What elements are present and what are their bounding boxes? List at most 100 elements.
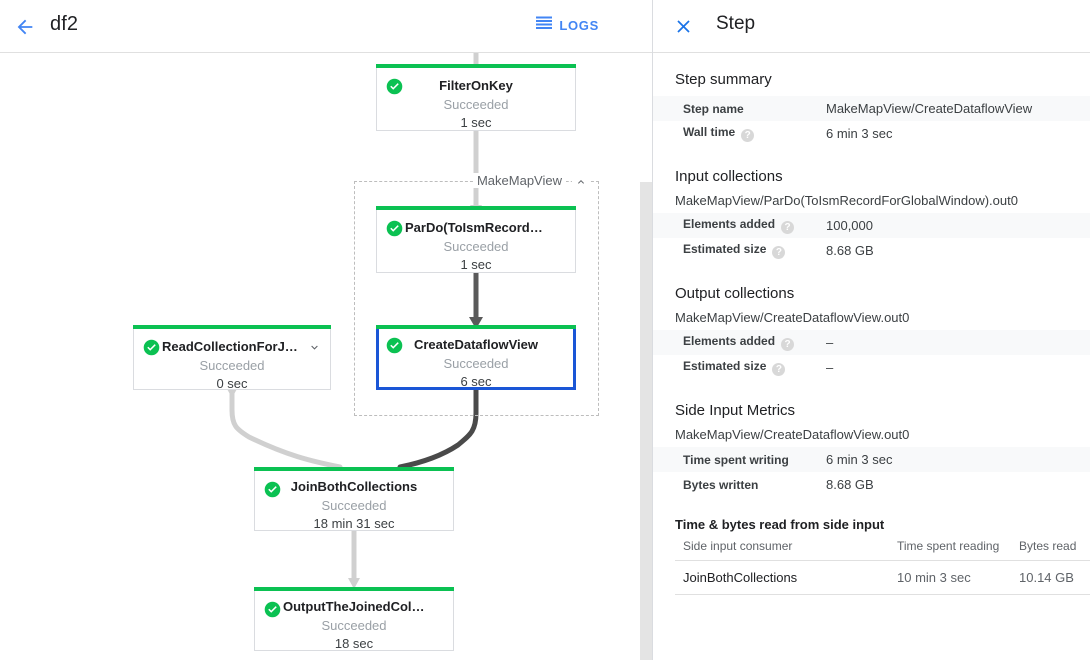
check-circle-icon <box>386 337 403 354</box>
node-status: Succeeded <box>443 239 509 254</box>
row-key: Wall time <box>683 125 736 139</box>
table-row: Bytes written 8.68 GB <box>653 472 1090 497</box>
row-value: 6 min 3 sec <box>826 452 893 467</box>
row-value: 6 min 3 sec <box>826 126 893 141</box>
check-circle-icon <box>386 78 403 95</box>
graph-node-outputthejoinedcollec[interactable]: OutputTheJoinedCollec… Succeeded 18 sec <box>254 587 454 651</box>
input-collections-title: Input collections <box>675 168 783 185</box>
step-panel-title: Step <box>716 13 756 34</box>
logs-button-label: LOGS <box>559 18 599 33</box>
step-summary-table: Step name MakeMapView/CreateDataflowView… <box>653 96 1090 146</box>
check-circle-icon <box>264 481 281 498</box>
side-input-metrics-path: MakeMapView/CreateDataflowView.out0 <box>675 427 910 442</box>
row-value: 8.68 GB <box>826 477 874 492</box>
node-status-bar <box>376 206 576 210</box>
pane-divider <box>652 0 653 660</box>
left-toolbar: df2 LOGS <box>0 0 653 53</box>
cell-time-spent-reading: 10 min 3 sec <box>889 560 1011 595</box>
table-row: Step name MakeMapView/CreateDataflowView <box>653 96 1090 121</box>
row-key: Estimated size <box>683 242 767 256</box>
group-label: MakeMapView <box>472 173 566 188</box>
graph-node-filteronkey[interactable]: FilterOnKey Succeeded 1 sec <box>376 64 576 131</box>
chevron-down-icon[interactable] <box>306 339 322 355</box>
side-input-metrics-table: Time spent writing 6 min 3 sec Bytes wri… <box>653 447 1090 497</box>
node-name: JoinBothCollections <box>290 479 418 494</box>
table-row: Elements added? – <box>653 330 1090 355</box>
table-header-row: Side input consumer Time spent reading B… <box>675 536 1090 561</box>
logs-button[interactable]: LOGS <box>532 14 603 37</box>
table-row: Wall time? 6 min 3 sec <box>653 121 1090 146</box>
row-key: Elements added <box>683 334 776 348</box>
output-collections-title: Output collections <box>675 285 795 302</box>
table-row: Elements added? 100,000 <box>653 213 1090 238</box>
node-name: CreateDataflowView <box>413 337 539 352</box>
node-time: 18 min 31 sec <box>313 516 395 531</box>
row-value: – <box>826 335 834 350</box>
row-value: – <box>826 360 834 375</box>
node-time: 1 sec <box>460 115 492 130</box>
node-status: Succeeded <box>443 97 509 112</box>
node-name: OutputTheJoinedCollec… <box>283 599 443 614</box>
row-key: Step name <box>683 101 744 116</box>
cell-bytes-read: 10.14 GB <box>1011 560 1090 595</box>
help-icon[interactable]: ? <box>741 129 755 142</box>
help-icon[interactable]: ? <box>772 246 786 259</box>
side-input-read-table-title: Time & bytes read from side input <box>675 517 885 532</box>
node-status-bar <box>254 587 454 591</box>
column-header-bytes-read: Bytes read <box>1011 536 1090 561</box>
node-time: 0 sec <box>216 376 248 391</box>
close-icon[interactable] <box>668 11 698 41</box>
node-status: Succeeded <box>321 618 387 633</box>
logs-lines-icon <box>536 16 553 35</box>
back-arrow-icon[interactable] <box>8 10 42 44</box>
step-panel-header: Step <box>653 0 1090 53</box>
help-icon[interactable]: ? <box>781 338 795 351</box>
output-collections-table: Elements added? – Estimated size? – <box>653 330 1090 380</box>
table-row[interactable]: JoinBothCollections 10 min 3 sec 10.14 G… <box>675 560 1090 595</box>
node-status-bar <box>254 467 454 471</box>
node-name: ParDo(ToIsmRecordFor… <box>405 220 564 235</box>
node-status-bar <box>133 325 331 329</box>
cell-side-input-consumer: JoinBothCollections <box>675 560 889 595</box>
output-collections-path: MakeMapView/CreateDataflowView.out0 <box>675 310 910 325</box>
node-status: Succeeded <box>199 358 265 373</box>
table-row: Time spent writing 6 min 3 sec <box>653 447 1090 472</box>
row-value: 8.68 GB <box>826 243 874 258</box>
group-makemapview[interactable]: MakeMapView <box>354 173 599 416</box>
graph-node-joinbothcollections[interactable]: JoinBothCollections Succeeded 18 min 31 … <box>254 467 454 531</box>
node-status-bar <box>376 64 576 68</box>
row-key: Bytes written <box>683 477 759 492</box>
step-details-body: Step summary Step name MakeMapView/Creat… <box>653 53 1090 660</box>
graph-node-readcollectionforjoin[interactable]: ReadCollectionForJoin Succeeded 0 sec <box>133 325 331 391</box>
side-input-metrics-title: Side Input Metrics <box>675 402 796 419</box>
node-time: 1 sec <box>460 257 492 272</box>
side-input-read-table: Side input consumer Time spent reading B… <box>675 536 1090 595</box>
graph-vertical-scrollbar[interactable] <box>640 182 652 660</box>
help-icon[interactable]: ? <box>772 363 786 376</box>
check-circle-icon <box>264 601 281 618</box>
job-graph-canvas[interactable]: MakeMapView FilterOnKey Succeeded <box>0 53 653 660</box>
row-key: Elements added <box>683 217 776 231</box>
input-collections-table: Elements added? 100,000 Estimated size? … <box>653 213 1090 263</box>
help-icon[interactable]: ? <box>781 221 795 234</box>
check-circle-icon <box>143 339 160 356</box>
node-time: 6 sec <box>460 374 492 389</box>
row-key: Time spent writing <box>683 452 789 467</box>
graph-node-pardo-toismrecordfor[interactable]: ParDo(ToIsmRecordFor… Succeeded 1 sec <box>376 206 576 273</box>
check-circle-icon <box>386 220 403 237</box>
node-status: Succeeded <box>321 498 387 513</box>
row-key: Estimated size <box>683 359 767 373</box>
node-status: Succeeded <box>443 356 509 371</box>
step-details-pane: Step Step summary Step name MakeMapView/… <box>653 0 1090 660</box>
node-status-bar <box>376 325 576 329</box>
step-summary-title: Step summary <box>675 71 772 88</box>
row-value: MakeMapView/CreateDataflowView <box>826 101 1033 116</box>
node-name: FilterOnKey <box>439 78 513 93</box>
row-value: 100,000 <box>826 218 873 233</box>
graph-node-createdataflowview[interactable]: CreateDataflowView Succeeded 6 sec <box>376 325 576 390</box>
table-row: Estimated size? 8.68 GB <box>653 238 1090 263</box>
graph-edges <box>226 53 483 589</box>
chevron-up-icon[interactable] <box>572 173 590 191</box>
column-header-time-spent-reading: Time spent reading <box>889 536 1011 561</box>
